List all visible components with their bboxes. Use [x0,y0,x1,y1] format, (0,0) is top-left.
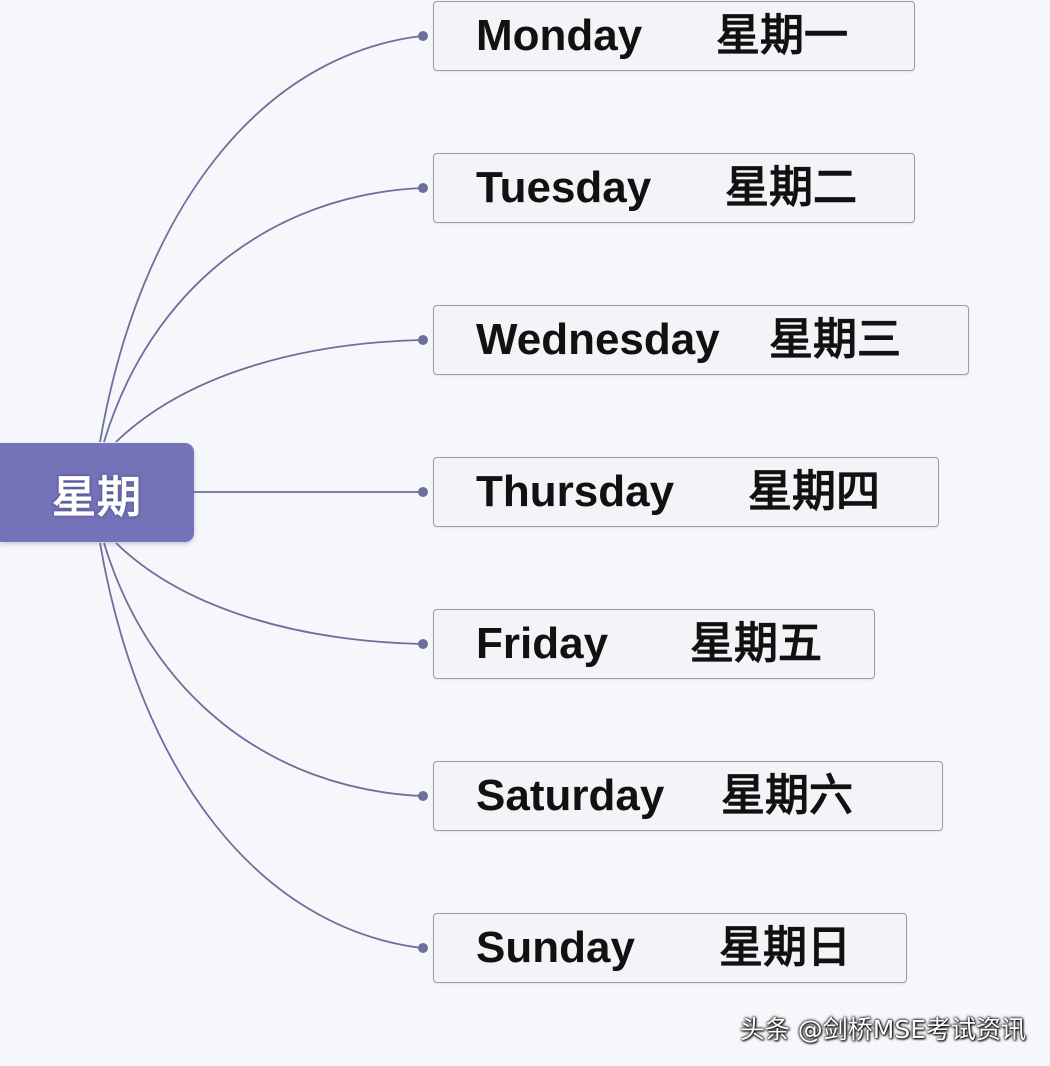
day-english-label: Wednesday [476,315,720,364]
connector-dot-sunday [418,943,428,953]
day-chinese-label: 星期四 [748,466,880,517]
day-chinese-label: 星期一 [716,10,848,61]
connector-dot-saturday [418,791,428,801]
day-chinese-label: 星期五 [690,618,822,669]
root-label: 星期 [52,471,142,523]
day-node-sunday: Sunday 星期日 [433,913,907,983]
connector-dot-monday [418,31,428,41]
day-english-label: Monday [476,11,643,60]
connector-dot-wednesday [418,335,428,345]
day-node-thursday: Thursday 星期四 [433,457,939,527]
connector-dot-thursday [418,487,428,497]
day-english-label: Saturday [476,771,665,820]
connector-dot-friday [418,639,428,649]
connector-monday [99,35,423,443]
day-chinese-label: 星期六 [721,770,853,821]
day-chinese-label: 星期三 [769,314,901,365]
watermark: 头条 @剑桥MSE考试资讯 [739,1015,1026,1044]
day-chinese-label: 星期二 [725,162,857,213]
connector-friday [115,542,423,645]
day-english-label: Sunday [476,923,635,972]
day-node-friday: Friday 星期五 [433,609,875,679]
connector-sunday [99,542,423,949]
day-node-saturday: Saturday 星期六 [433,761,943,831]
connector-dot-tuesday [418,183,428,193]
root-node: 星期 [0,443,194,542]
day-chinese-label: 星期日 [719,922,851,973]
day-english-label: Thursday [476,467,675,516]
connector-saturday [103,542,423,797]
day-english-label: Tuesday [476,163,652,212]
day-node-monday: Monday 星期一 [433,1,915,71]
day-node-tuesday: Tuesday 星期二 [433,153,915,223]
day-node-wednesday: Wednesday 星期三 [433,305,969,375]
day-english-label: Friday [476,619,609,668]
connector-wednesday [115,339,423,443]
connector-tuesday [103,187,423,443]
